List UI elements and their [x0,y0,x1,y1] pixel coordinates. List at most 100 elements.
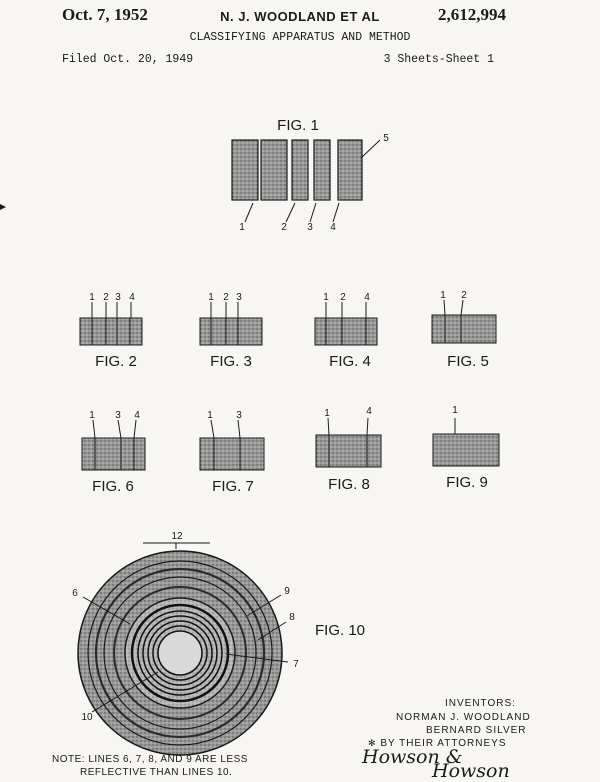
fig-1-callout-4: 4 [330,222,336,233]
fig-10-leader-8 [257,621,287,641]
fig-8-strip [315,434,382,468]
attorney-signature-line-1: Howson & [362,746,463,768]
fig-2-callout-2: 2 [103,292,109,303]
fig-10-leader-7 [225,653,289,663]
fig-6-callout-1: 1 [89,410,95,421]
fig-10-ring-10b [142,615,218,691]
fig-10-leader-6 [82,596,131,625]
fig-10-callout-12: 12 [171,531,183,542]
fig-10-label: FIG. 10 [315,622,365,639]
patent-date: Oct. 7, 1952 [62,5,148,24]
inventor-header: N. J. WOODLAND ET AL [220,9,380,24]
fig-1-callout-3: 3 [307,222,313,233]
fig-8-callout-1: 1 [324,408,330,419]
inventors-heading: INVENTORS: [445,698,516,709]
fig-7-leader-1 [210,419,215,439]
fig-10-callout-7: 7 [293,659,299,670]
fig-5-strip [431,314,497,344]
fig-10-leader-9 [246,594,282,617]
fig-1: FIG. 1 1 2 3 4 5 [231,117,389,233]
note-line-2: REFLECTIVE THAN LINES 10. [80,767,233,778]
filed-date: Filed Oct. 20, 1949 [62,53,194,66]
margin-mark [0,204,6,210]
fig-6-callout-3: 3 [115,410,121,421]
inventor-name-1: NORMAN J. WOODLAND [396,712,531,723]
fig-8-leader-4 [366,417,369,436]
note-line-1: NOTE: LINES 6, 7, 8, AND 9 ARE LESS [52,754,248,765]
attorneys-label: ✻ BY THEIR ATTORNEYS [368,738,507,749]
fig-3: 1 2 3 FIG. 3 [199,292,263,370]
fig-3-callout-2: 2 [223,292,229,303]
fig-8: 1 4 FIG. 8 [315,406,382,493]
fig-8-label: FIG. 8 [328,476,370,493]
fig-5-callout-2: 2 [461,290,467,301]
fig-10-ring-10a [137,610,223,696]
fig-1-leader-2 [285,202,296,223]
fig-10-callout-9: 9 [284,586,290,597]
fig-10: 12 6 9 8 7 10 FIG. 10 [72,531,365,756]
fig-6-callout-4: 4 [134,410,140,421]
fig-1-callout-1: 1 [239,222,245,233]
fig-10-callout-8: 8 [289,612,295,623]
fig-4-callout-2: 2 [340,292,346,303]
fig-6-strip [81,437,146,471]
fig-6-leader-3 [117,419,122,439]
fig-10-dimension-bar [143,542,210,549]
fig-2-callout-3: 3 [115,292,121,303]
fig-4-callout-4: 4 [364,292,370,303]
patent-number: 2,612,994 [438,5,506,24]
fig-10-callout-6: 6 [72,588,78,599]
fig-4-callout-1: 1 [323,292,329,303]
fig-1-leader-4 [332,202,340,223]
fig-6-leader-1 [92,419,96,439]
fig-6-leader-4 [133,419,137,439]
fig-2-callout-1: 1 [89,292,95,303]
fig-5-callout-1: 1 [440,290,446,301]
fig-4-label: FIG. 4 [329,353,371,370]
fig-3-strip [199,317,263,346]
fig-10-center [157,630,203,676]
fig-2-callout-4: 4 [129,292,135,303]
fig-10-ring-a [103,576,257,730]
sheet-count: 3 Sheets-Sheet 1 [383,53,494,66]
fig-10-ring-7 [130,603,230,703]
fig-4: 1 2 4 FIG. 4 [314,292,378,370]
fig-2-strip [79,317,143,346]
patent-title: CLASSIFYING APPARATUS AND METHOD [189,31,411,44]
fig-2: 1 2 3 4 FIG. 2 [79,292,143,370]
fig-10-ring-8 [94,567,266,739]
attorney-seal-icon: ✻ [368,738,377,748]
fig-5: 1 2 FIG. 5 [431,290,497,370]
attorneys-text: BY THEIR ATTORNEYS [380,738,507,749]
fig-10-ring-10d [152,625,208,681]
fig-3-callout-1: 1 [208,292,214,303]
fig-1-callout-5: 5 [383,133,389,144]
fig-1-bar-5 [337,139,363,201]
fig-10-callout-10: 10 [81,712,93,723]
fig-9: 1 FIG. 9 [432,405,500,491]
fig-6: 1 3 4 FIG. 6 [81,410,146,495]
fig-5-leader-2 [460,299,464,316]
fig-3-callout-3: 3 [236,292,242,303]
fig-7-label: FIG. 7 [212,478,254,495]
inventor-name-2: BERNARD SILVER [426,725,527,736]
fig-8-leader-1 [327,417,330,436]
fig-10-leader-10 [91,671,159,713]
attorney-signature-line-2: Howson [432,760,510,782]
fig-1-callout-2: 2 [281,222,287,233]
fig-10-ring-6 [113,586,247,720]
fig-7-leader-3 [237,419,241,439]
fig-7-strip [199,437,265,471]
fig-2-label: FIG. 2 [95,353,137,370]
fig-1-label: FIG. 1 [277,117,319,134]
fig-5-label: FIG. 5 [447,353,489,370]
fig-1-bar-2 [260,139,288,201]
fig-5-leader-1 [443,299,446,316]
fig-9-callout-1: 1 [452,405,458,416]
fig-1-leader-1 [244,202,254,223]
fig-1-leader-3 [309,202,317,223]
fig-7-callout-1: 1 [207,410,213,421]
fig-4-strip [314,317,378,346]
fig-9-strip [432,433,500,467]
